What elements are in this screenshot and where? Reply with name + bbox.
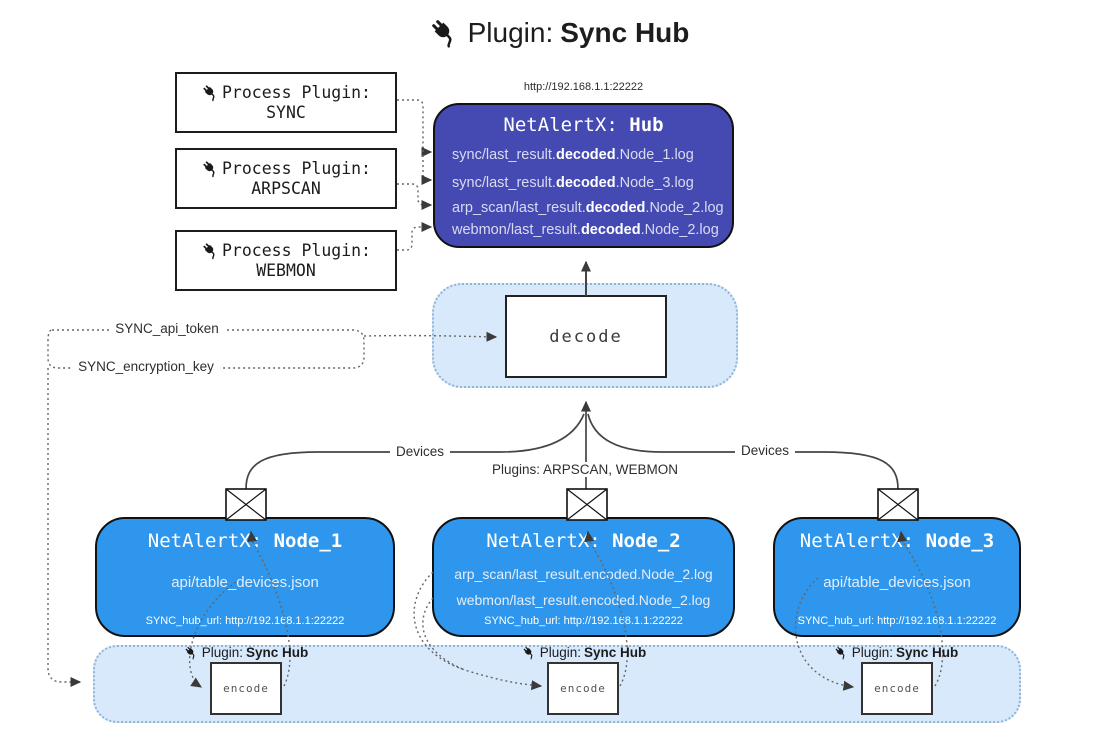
- plug-icon: [522, 645, 537, 660]
- envelope-icon: [566, 488, 608, 521]
- process-plugin-label: Process Plugin:: [221, 241, 371, 260]
- hub-title-prefix: NetAlertX:: [503, 114, 630, 136]
- node-file: arp_scan/last_result.encoded.Node_2.log: [454, 566, 713, 582]
- plug-icon: [834, 645, 849, 660]
- process-plugin-name: ARPSCAN: [251, 179, 321, 198]
- plug-icon: [201, 241, 220, 260]
- envelope-icon: [877, 488, 919, 521]
- devices-edge-label-left: Devices: [389, 444, 451, 459]
- node-hub-url: SYNC_hub_url: http://192.168.1.1:22222: [797, 615, 997, 627]
- encoder-label: Plugin: Sync Hub: [184, 645, 308, 660]
- process-plugin-box-arpscan: Process Plugin: ARPSCAN: [175, 148, 397, 209]
- plug-icon: [201, 159, 220, 178]
- envelope-icon: [225, 488, 267, 521]
- hub-title-name: Hub: [629, 114, 664, 136]
- page-title-name: Sync Hub: [560, 16, 690, 48]
- node-box-node1: NetAlertX: Node_1 api/table_devices.json…: [95, 517, 395, 637]
- process-plugin-box-sync: Process Plugin: SYNC: [175, 72, 397, 133]
- page-title: Plugin: Sync Hub: [0, 16, 1117, 49]
- node-box-node3: NetAlertX: Node_3 api/table_devices.json…: [773, 517, 1021, 637]
- node-file: api/table_devices.json: [171, 574, 319, 591]
- encoder-label: Plugin: Sync Hub: [834, 645, 958, 660]
- node-file: api/table_devices.json: [823, 574, 971, 591]
- decode-box: decode: [505, 295, 667, 378]
- sync-encryption-key-label: SYNC_encryption_key: [72, 359, 220, 374]
- encode-box: encode: [210, 662, 282, 715]
- sync-api-token-label: SYNC_api_token: [109, 321, 225, 336]
- hub-log-entry: sync/last_result.decoded.Node_3.log: [452, 175, 694, 191]
- process-plugin-box-webmon: Process Plugin: WEBMON: [175, 230, 397, 291]
- node-title: NetAlertX: Node_2: [486, 530, 681, 552]
- hub-url-label: http://192.168.1.1:22222: [523, 81, 644, 93]
- hub-box: NetAlertX: Hub sync/last_result.decoded.…: [433, 103, 734, 248]
- node-file: webmon/last_result.encoded.Node_2.log: [456, 592, 711, 608]
- hub-title: NetAlertX: Hub: [435, 114, 732, 136]
- plug-icon: [428, 16, 461, 49]
- encode-box: encode: [547, 662, 619, 715]
- plugins-edge-label: Plugins: ARPSCAN, WEBMON: [485, 462, 685, 477]
- process-plugin-name: WEBMON: [256, 261, 316, 280]
- node-hub-url: SYNC_hub_url: http://192.168.1.1:22222: [484, 615, 683, 627]
- node-title: NetAlertX: Node_3: [799, 530, 995, 552]
- process-plugin-label: Process Plugin:: [221, 83, 371, 102]
- hub-log-entry: sync/last_result.decoded.Node_1.log: [452, 147, 694, 163]
- node-hub-url: SYNC_hub_url: http://192.168.1.1:22222: [145, 615, 345, 627]
- node-box-node2: NetAlertX: Node_2 arp_scan/last_result.e…: [432, 517, 735, 637]
- process-plugin-label: Process Plugin:: [221, 159, 371, 178]
- process-plugin-name: SYNC: [266, 103, 306, 122]
- hub-log-entry: arp_scan/last_result.decoded.Node_2.log: [452, 200, 724, 216]
- node-title: NetAlertX: Node_1: [147, 530, 343, 552]
- page-title-prefix: Plugin:: [467, 16, 554, 48]
- hub-log-entry: webmon/last_result.decoded.Node_2.log: [452, 222, 719, 238]
- plug-icon: [184, 645, 199, 660]
- plug-icon: [201, 83, 220, 102]
- encode-box: encode: [861, 662, 933, 715]
- devices-edge-label-right: Devices: [734, 443, 796, 458]
- encoder-label: Plugin: Sync Hub: [522, 645, 646, 660]
